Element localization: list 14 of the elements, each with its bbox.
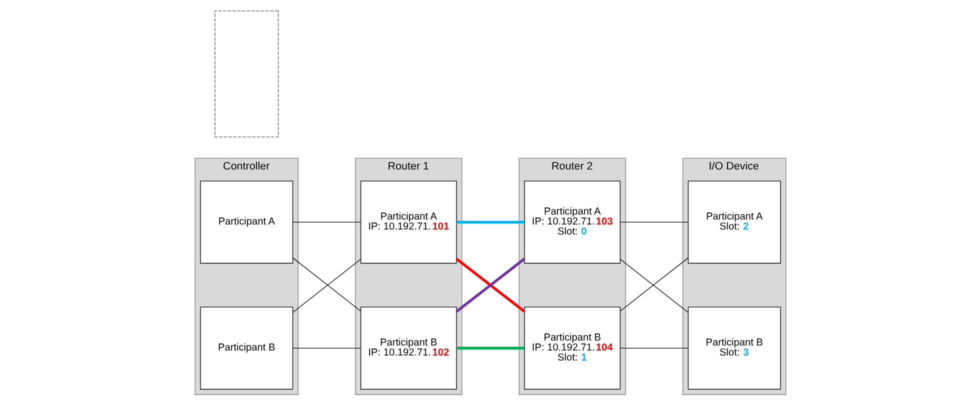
connector [620, 222, 688, 223]
node-box: Participant B [200, 306, 293, 390]
connector [456, 220, 524, 224]
node-box: Participant A IP: 10.192.71.103 Slot: 0 [524, 180, 620, 264]
node-box [214, 10, 278, 138]
node-box: Participant A IP: 10.192.71.101 [360, 180, 456, 264]
node-box: Participant A Slot: 2 [687, 180, 780, 264]
node-box: Participant B IP: 10.192.71.102 [360, 306, 456, 390]
connector [292, 222, 360, 223]
node-box: Participant B Slot: 3 [687, 306, 780, 390]
connector [455, 258, 525, 313]
node-box: Participant B IP: 10.192.71.104 Slot: 1 [524, 306, 620, 390]
node-box: Participant A [200, 180, 293, 264]
connector [456, 346, 524, 350]
